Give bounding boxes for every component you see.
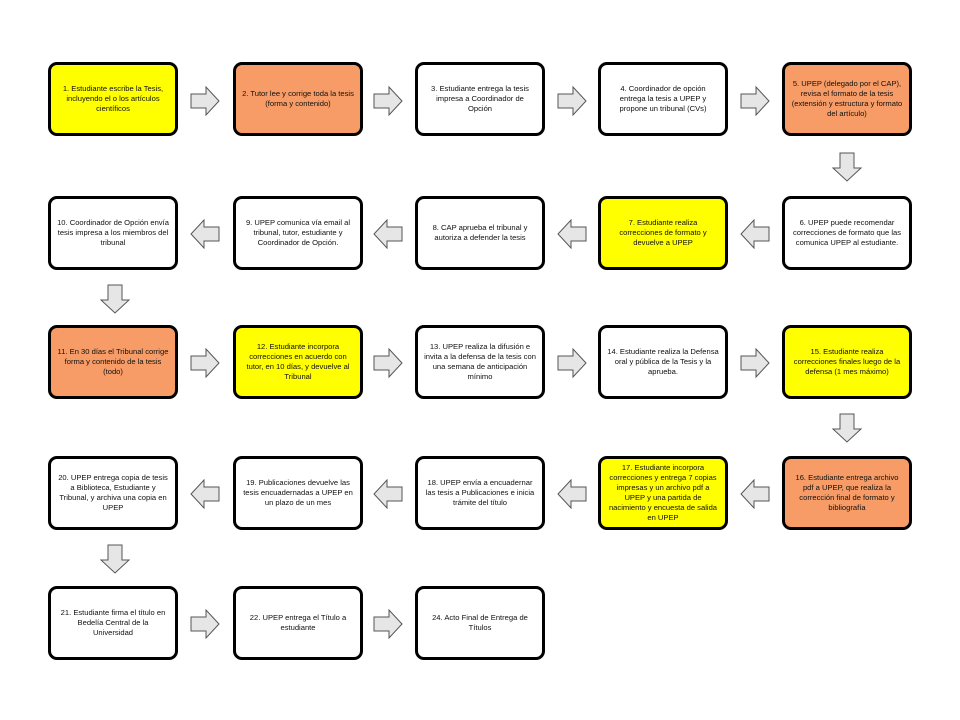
arrow-right-icon bbox=[373, 348, 403, 378]
step-8-text: 8. CAP aprueba el tribunal y autoriza a … bbox=[432, 223, 528, 242]
step-22-box: 22. UPEP entrega el Título a estudiante bbox=[233, 586, 363, 660]
arrow-right-icon bbox=[190, 348, 220, 378]
arrow-left-icon bbox=[373, 219, 403, 249]
arrow-right-icon bbox=[373, 609, 403, 639]
step-17-text: 17. Estudiante incorpora correcciones y … bbox=[608, 463, 718, 522]
step-3-box: 3. Estudiante entrega la tesis impresa a… bbox=[415, 62, 545, 136]
arrow-left-icon bbox=[190, 219, 220, 249]
arrow-right-icon bbox=[190, 609, 220, 639]
step-12-text: 12. Estudiante incorpora correcciones en… bbox=[246, 342, 350, 381]
step-15-text: 15. Estudiante realiza correcciones fina… bbox=[793, 347, 901, 376]
step-11-text: 11. En 30 días el Tribunal corrige forma… bbox=[57, 347, 169, 376]
step-8-box: 8. CAP aprueba el tribunal y autoriza a … bbox=[415, 196, 545, 270]
step-9-text: 9. UPEP comunica vía email al tribunal, … bbox=[245, 218, 351, 247]
arrow-left-icon bbox=[190, 479, 220, 509]
step-15-box: 15. Estudiante realiza correcciones fina… bbox=[782, 325, 912, 399]
arrow-left-icon bbox=[557, 219, 587, 249]
step-7-text: 7. Estudiante realiza correcciones de fo… bbox=[619, 218, 707, 247]
step-13-text: 13. UPEP realiza la difusión e invita a … bbox=[424, 342, 536, 381]
step-9-box: 9. UPEP comunica vía email al tribunal, … bbox=[233, 196, 363, 270]
arrow-down-icon bbox=[832, 413, 862, 443]
step-20-text: 20. UPEP entrega copia de tesis a Biblio… bbox=[58, 473, 168, 512]
step-6-box: 6. UPEP puede recomendar correcciones de… bbox=[782, 196, 912, 270]
step-7-box: 7. Estudiante realiza correcciones de fo… bbox=[598, 196, 728, 270]
step-13-box: 13. UPEP realiza la difusión e invita a … bbox=[415, 325, 545, 399]
arrow-right-icon bbox=[740, 348, 770, 378]
step-4-text: 4. Coordinador de opción entrega la tesi… bbox=[619, 84, 707, 113]
step-22-text: 22. UPEP entrega el Título a estudiante bbox=[249, 613, 347, 632]
arrow-down-icon bbox=[100, 284, 130, 314]
arrow-left-icon bbox=[740, 219, 770, 249]
arrow-down-icon bbox=[832, 152, 862, 182]
arrow-right-icon bbox=[190, 86, 220, 116]
arrow-down-icon bbox=[100, 544, 130, 574]
arrow-right-icon bbox=[557, 348, 587, 378]
step-1-text: 1. Estudiante escribe la Tesis, incluyen… bbox=[62, 84, 164, 113]
step-1-box: 1. Estudiante escribe la Tesis, incluyen… bbox=[48, 62, 178, 136]
step-4-box: 4. Coordinador de opción entrega la tesi… bbox=[598, 62, 728, 136]
arrow-right-icon bbox=[373, 86, 403, 116]
step-19-box: 19. Publicaciones devuelve las tesis enc… bbox=[233, 456, 363, 530]
step-10-text: 10. Coordinador de Opción envía tesis im… bbox=[57, 218, 169, 247]
step-6-text: 6. UPEP puede recomendar correcciones de… bbox=[792, 218, 902, 247]
step-14-box: 14. Estudiante realiza la Defensa oral y… bbox=[598, 325, 728, 399]
step-2-text: 2. Tutor lee y corrige toda la tesis (fo… bbox=[242, 89, 354, 108]
step-18-box: 18. UPEP envía a encuadernar las tesis a… bbox=[415, 456, 545, 530]
step-3-text: 3. Estudiante entrega la tesis impresa a… bbox=[431, 84, 529, 113]
step-19-text: 19. Publicaciones devuelve las tesis enc… bbox=[243, 478, 353, 507]
step-5-text: 5. UPEP (delegado por el CAP), revisa el… bbox=[791, 79, 903, 118]
arrow-left-icon bbox=[557, 479, 587, 509]
step-16-text: 16. Estudiante entrega archivo pdf a UPE… bbox=[795, 473, 899, 512]
step-17-box: 17. Estudiante incorpora correcciones y … bbox=[598, 456, 728, 530]
step-24-box: 24. Acto Final de Entrega de Títulos bbox=[415, 586, 545, 660]
step-21-text: 21. Estudiante firma el título en Bedelí… bbox=[60, 608, 166, 637]
step-14-text: 14. Estudiante realiza la Defensa oral y… bbox=[607, 347, 719, 376]
step-10-box: 10. Coordinador de Opción envía tesis im… bbox=[48, 196, 178, 270]
step-21-box: 21. Estudiante firma el título en Bedelí… bbox=[48, 586, 178, 660]
step-2-box: 2. Tutor lee y corrige toda la tesis (fo… bbox=[233, 62, 363, 136]
arrow-right-icon bbox=[740, 86, 770, 116]
step-20-box: 20. UPEP entrega copia de tesis a Biblio… bbox=[48, 456, 178, 530]
step-16-box: 16. Estudiante entrega archivo pdf a UPE… bbox=[782, 456, 912, 530]
step-18-text: 18. UPEP envía a encuadernar las tesis a… bbox=[425, 478, 535, 507]
arrow-right-icon bbox=[557, 86, 587, 116]
arrow-left-icon bbox=[740, 479, 770, 509]
step-24-text: 24. Acto Final de Entrega de Títulos bbox=[432, 613, 528, 632]
step-5-box: 5. UPEP (delegado por el CAP), revisa el… bbox=[782, 62, 912, 136]
step-12-box: 12. Estudiante incorpora correcciones en… bbox=[233, 325, 363, 399]
arrow-left-icon bbox=[373, 479, 403, 509]
step-11-box: 11. En 30 días el Tribunal corrige forma… bbox=[48, 325, 178, 399]
